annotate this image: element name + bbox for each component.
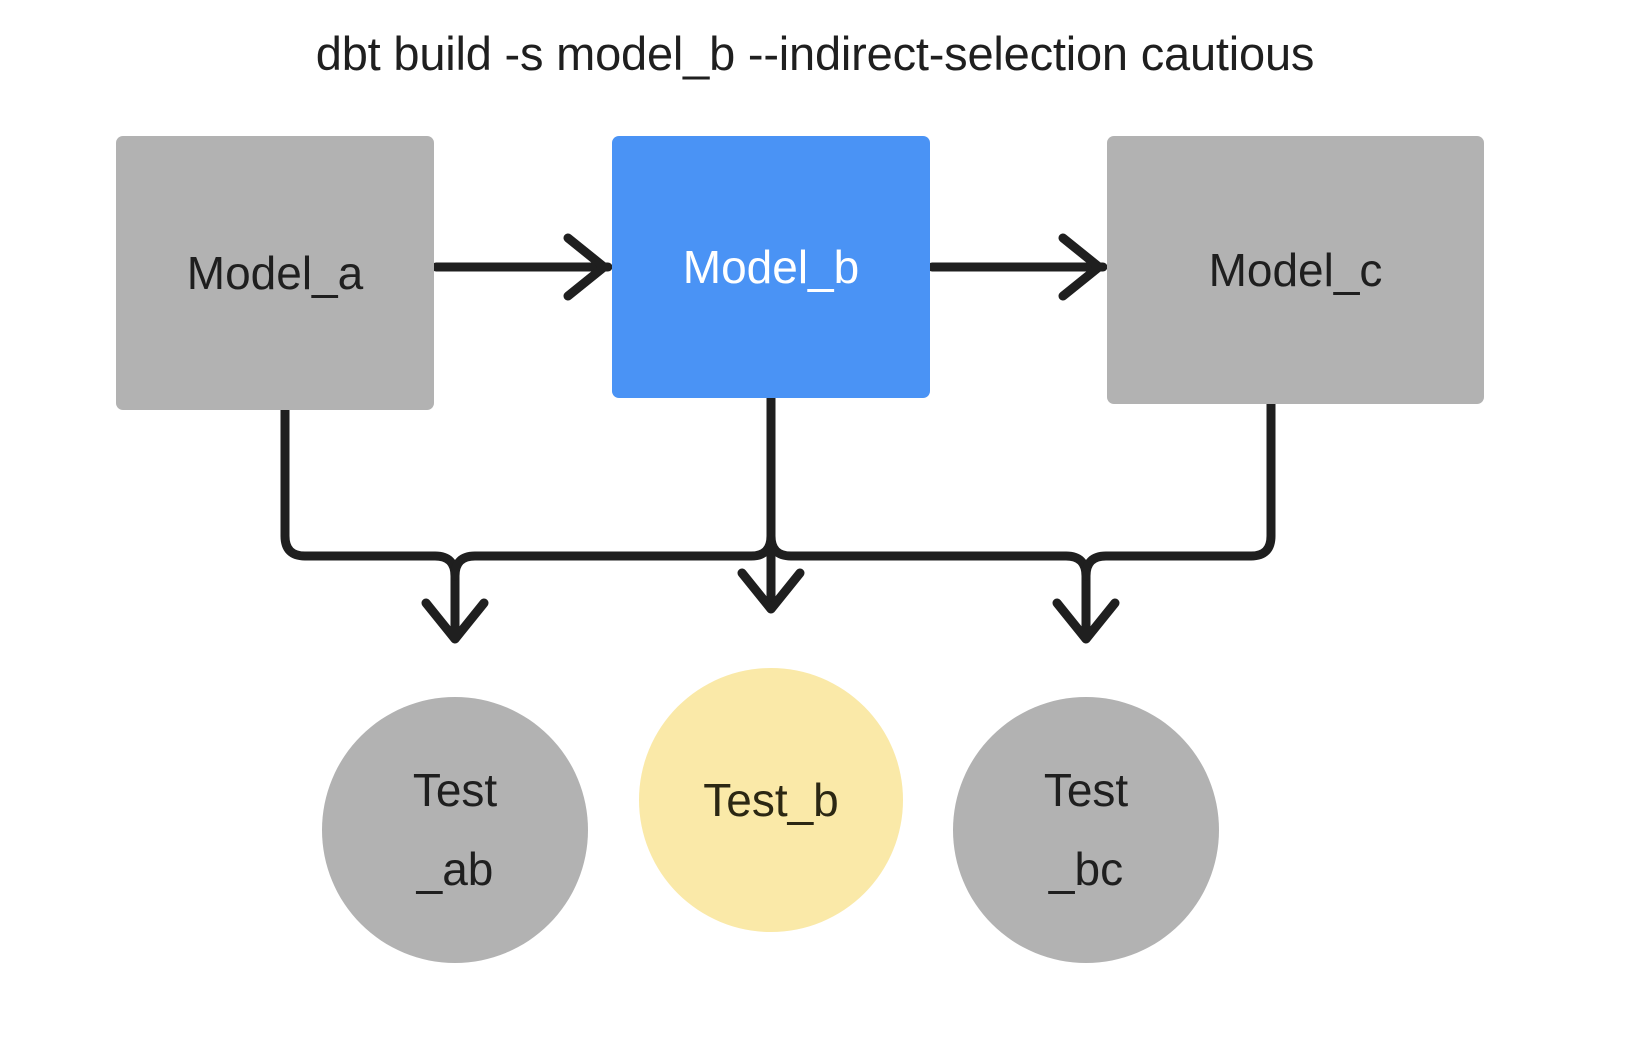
node-test-ab[interactable]: Test _ab (322, 697, 588, 963)
edge-model-b-branches (450, 393, 1120, 644)
node-test-ab-label: Test _ab (412, 763, 498, 895)
node-model-c-label: Model_c (1208, 243, 1383, 296)
node-model-b-label: Model_b (682, 240, 860, 293)
edge-model-a-to-test-ab (280, 399, 489, 644)
node-test-bc-label: Test _bc (1043, 763, 1129, 895)
node-test-bc[interactable]: Test _bc (953, 697, 1219, 963)
edge-model-a-to-model-b (431, 233, 613, 301)
diagram-title: dbt build -s model_b --indirect-selectio… (315, 27, 1315, 80)
node-model-b[interactable]: Model_b (612, 136, 930, 398)
edge-model-b-to-test-b (737, 393, 805, 614)
node-model-a[interactable]: Model_a (116, 136, 434, 410)
node-test-b[interactable]: Test_b (639, 668, 903, 932)
node-test-b-label: Test_b (703, 773, 839, 826)
edge-model-b-to-model-c (927, 233, 1108, 301)
node-model-a-label: Model_a (186, 246, 364, 299)
edge-model-c-to-test-bc (1081, 399, 1276, 581)
node-model-c[interactable]: Model_c (1107, 136, 1484, 404)
